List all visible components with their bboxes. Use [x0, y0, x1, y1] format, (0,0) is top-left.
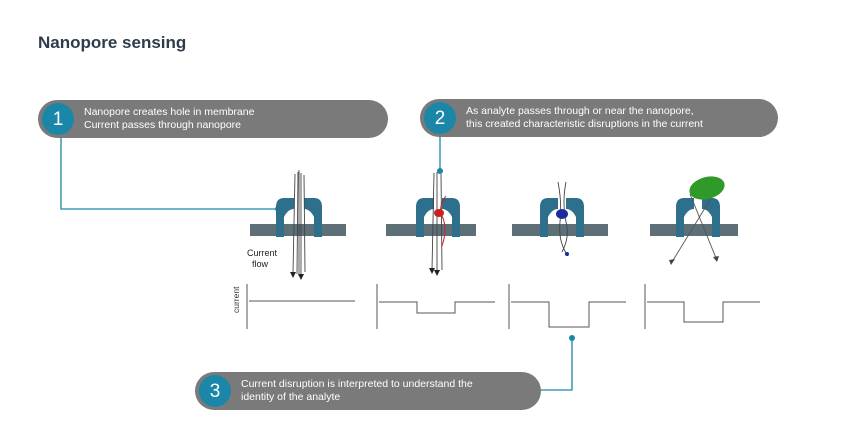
current-flow-label-line1: Current	[247, 248, 278, 258]
callout-text-line: As analyte passes through or near the na…	[466, 105, 694, 117]
connector-3	[541, 338, 573, 391]
blue-analyte	[556, 209, 568, 219]
pore-panel-blue-analyte	[512, 181, 608, 257]
pore-right	[442, 198, 460, 237]
page-title: Nanopore sensing	[38, 33, 187, 52]
callout-text-line: this created characteristic disruptions …	[466, 118, 703, 130]
callout-step-1: 1 Nanopore creates hole in membrane Curr…	[38, 100, 388, 138]
callout-step-3: 3 Current disruption is interpreted to u…	[195, 372, 541, 410]
connector-2-dot	[437, 168, 443, 174]
red-analyte	[434, 209, 444, 217]
pore-right	[702, 198, 720, 237]
pore-right	[566, 198, 584, 237]
pore-panel-open: Current flow	[247, 170, 346, 280]
membrane	[250, 224, 346, 236]
connector-1	[60, 136, 278, 210]
pore-right	[304, 198, 322, 237]
callout-step-2: 2 As analyte passes through or near the …	[420, 99, 778, 137]
trace-4	[647, 301, 760, 323]
callout-text-line: Current passes through nanopore	[84, 119, 242, 131]
pore-left	[276, 198, 294, 237]
pore-panel-red-analyte	[386, 172, 476, 276]
pore-panel-green-analyte	[650, 176, 738, 265]
step-number-badge: 3	[199, 375, 231, 407]
pore-left	[676, 198, 694, 237]
green-analyte	[689, 176, 725, 200]
connector-3-dot	[569, 335, 575, 341]
callout-text-line: Current disruption is interpreted to und…	[241, 378, 473, 390]
y-axis-label: current	[231, 286, 241, 313]
step-number-badge: 2	[424, 102, 456, 134]
pore-left	[416, 198, 434, 237]
trace-3	[511, 301, 626, 328]
membrane	[386, 224, 476, 236]
callout-text-line: identity of the analyte	[241, 391, 341, 403]
trace-2	[379, 301, 495, 314]
pore-left	[540, 198, 558, 237]
callout-text-line: Nanopore creates hole in membrane	[84, 106, 255, 118]
current-flow-label-line2: flow	[252, 259, 269, 269]
step-number-badge: 1	[42, 103, 74, 135]
